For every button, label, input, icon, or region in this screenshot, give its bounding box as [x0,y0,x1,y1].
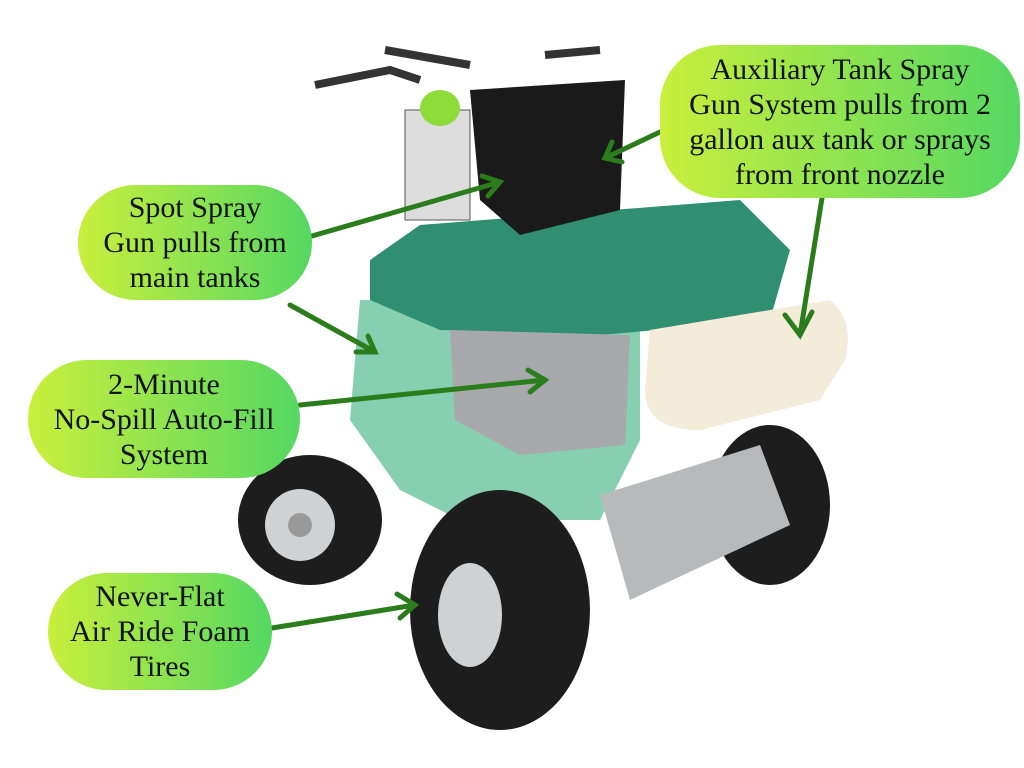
callout-text: Gun pulls from [103,226,287,259]
arrow-spot-gun [302,179,503,241]
callout-text: Never-Flat [95,580,225,613]
callout-auto-fill: 2-Minute No-Spill Auto-Fill System [28,360,300,478]
callout-text: Gun System pulls from 2 [689,87,991,121]
callout-spot-spray: Spot Spray Gun pulls from main tanks [78,185,312,300]
callout-text: No-Spill Auto-Fill [53,402,275,436]
rear-left-tire [238,455,382,585]
control-panel [404,109,471,221]
handlebars [314,46,601,89]
callout-text: Auxiliary Tank Spray [710,52,970,86]
net-basket [470,80,625,235]
arrow-auto-fill [297,377,548,408]
callout-aux-tank: Auxiliary Tank Spray Gun System pulls fr… [660,45,1020,198]
callout-text: Tires [129,650,191,683]
callout-text: from front nozzle [735,157,945,191]
fill-cap [420,90,460,126]
callout-text: System [119,437,209,471]
callout-text: 2-Minute [108,367,220,401]
callout-text: Air Ride Foam [70,615,250,648]
front-bumper [600,445,790,600]
arrow-aux-tank [797,195,825,338]
front-left-tire [410,490,590,730]
auto-fill-panel [450,330,630,455]
callout-text: main tanks [129,261,261,294]
arrow-aux-gun [602,129,663,161]
callout-arrows [269,129,825,631]
tank-cover [370,200,790,335]
callout-tires: Never-Flat Air Ride Foam Tires [48,573,272,690]
callout-text: gallon aux tank or sprays [689,122,991,156]
arrow-tires [269,602,418,631]
arrow-main-tanks [287,302,378,355]
callout-text: Spot Spray [128,191,262,224]
